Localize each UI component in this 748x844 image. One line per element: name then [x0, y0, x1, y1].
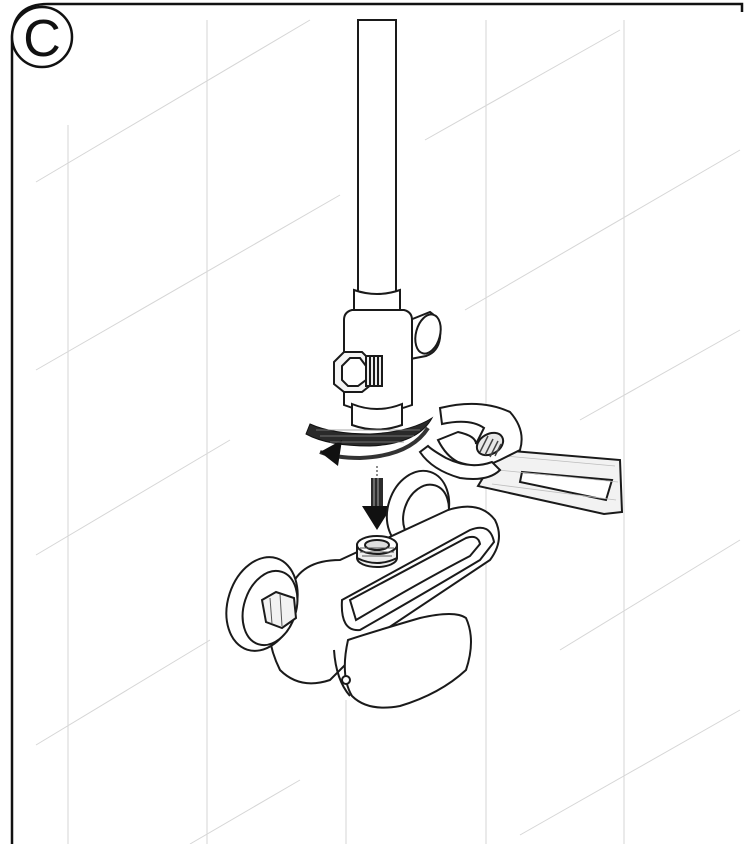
mixer-valve	[225, 469, 500, 709]
riser-pipe	[357, 19, 397, 307]
step-label: C	[23, 10, 61, 68]
diverter-body	[333, 288, 442, 431]
down-arrow-icon	[362, 466, 392, 530]
step-label-badge	[10, 5, 74, 69]
curved-arrow-counterclockwise-icon	[305, 416, 434, 466]
adjustable-wrench	[418, 402, 624, 516]
